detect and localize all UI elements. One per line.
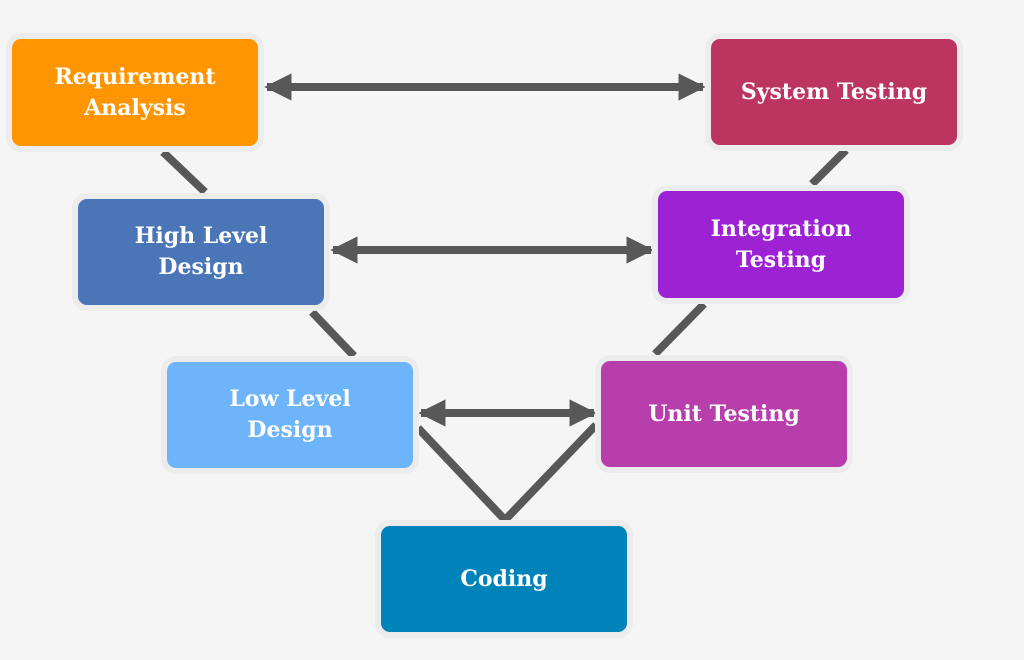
coding-box: Coding — [381, 526, 627, 632]
connector-hld-to-lld — [309, 309, 357, 359]
low-level-design-label-line2: Design — [247, 417, 333, 443]
integration-testing-label-line2: Testing — [735, 246, 827, 273]
requirement-analysis-label-line2: Analysis — [84, 94, 186, 121]
low-level-design-label-line1: Low Level — [229, 386, 351, 412]
connector-coding-to-unit — [502, 422, 599, 523]
system-testing-box: System Testing — [711, 39, 957, 145]
integration-testing-label-line1: Integration — [710, 215, 852, 242]
low-level-design-box: Low Level Design — [167, 362, 413, 468]
connector-req-to-hld — [160, 149, 208, 195]
integration-testing-box: Integration Testing — [658, 191, 904, 298]
requirement-analysis-label-line1: Requirement — [54, 63, 216, 90]
requirement-analysis-box: Requirement Analysis — [12, 39, 258, 146]
unit-testing-box: Unit Testing — [601, 361, 847, 467]
high-level-design-box: High Level Design — [78, 199, 324, 305]
connector-lld-to-coding — [415, 425, 508, 523]
connector-unit-to-int — [652, 301, 707, 357]
high-level-design-label-line2: Design — [158, 254, 244, 280]
high-level-design-label-line1: High Level — [134, 223, 268, 249]
unit-testing-label: Unit Testing — [648, 400, 800, 427]
coding-label: Coding — [460, 565, 548, 592]
system-testing-label: System Testing — [740, 78, 928, 105]
connector-int-to-sys — [809, 147, 849, 187]
